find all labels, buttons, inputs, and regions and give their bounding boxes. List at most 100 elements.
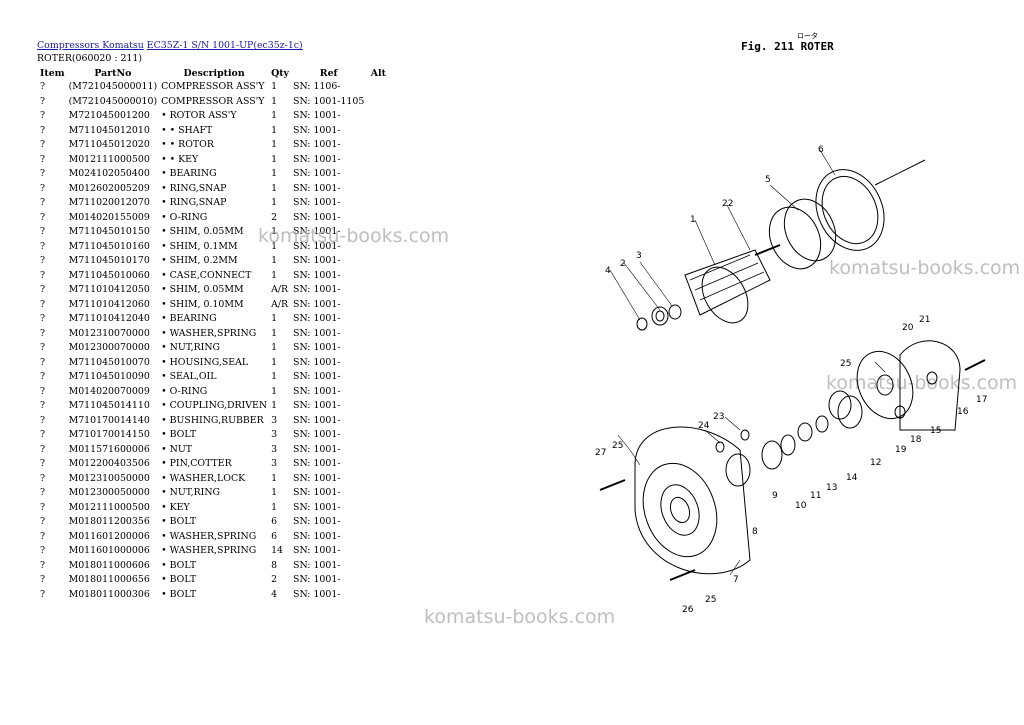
cell-description: • RING,SNAP <box>161 197 227 208</box>
cell-ref: SN: 1001- <box>293 313 341 324</box>
cell-alt <box>366 95 390 110</box>
cell-partno: (M721045000011) <box>68 81 158 92</box>
cell-item: ? <box>40 153 46 165</box>
cell-description: • O-RING <box>161 211 208 223</box>
cell-qty: 2 <box>271 211 278 223</box>
cell-qty: 6 <box>271 516 278 527</box>
cell-alt <box>366 254 390 269</box>
cell-partno: M012300070000 <box>68 342 150 353</box>
cell-alt <box>366 211 390 226</box>
callout-23: 23 <box>713 412 724 422</box>
cell-qty: 1 <box>271 487 278 498</box>
cell-alt <box>366 124 390 139</box>
cell-item: ? <box>40 226 46 237</box>
cell-alt <box>366 167 390 182</box>
cell-alt <box>366 501 390 516</box>
cell-item: ? <box>40 487 46 498</box>
cell-qty: 1 <box>271 168 278 179</box>
cell-qty: 1 <box>271 124 278 136</box>
callout-11: 11 <box>810 491 821 501</box>
cell-ref: SN: 1001- <box>293 458 341 469</box>
cell-ref: SN: 1001- <box>293 240 341 252</box>
cell-description: • PIN,COTTER <box>161 458 232 469</box>
cell-description: • NUT,RING <box>161 487 221 498</box>
cell-alt <box>366 138 390 153</box>
cell-partno: M018011000606 <box>68 559 150 571</box>
cell-ref: SN: 1001- <box>293 356 341 368</box>
cell-alt <box>366 356 390 371</box>
cell-item: ? <box>40 298 46 310</box>
table-row: ? M012300050000 • NUT,RING 1 SN: 1001- <box>37 486 390 501</box>
cell-description: • • SHAFT <box>161 124 213 136</box>
cell-description: • SHIM, 0.2MM <box>161 255 238 266</box>
cell-item: ? <box>40 269 46 281</box>
cell-partno: M012300050000 <box>68 487 150 498</box>
cell-ref: SN: 1001- <box>293 139 341 150</box>
cell-partno: M018011000306 <box>68 588 150 600</box>
cell-alt <box>366 486 390 501</box>
cell-qty: 1 <box>271 81 278 92</box>
cell-description: • BEARING <box>161 313 217 324</box>
cell-ref: SN: 1001- <box>293 487 341 498</box>
cell-description: • O-RING <box>161 385 208 397</box>
cell-alt <box>366 298 390 313</box>
cell-description: • SHIM, 0.05MM <box>161 284 244 295</box>
cell-alt <box>366 428 390 443</box>
cell-alt <box>366 472 390 487</box>
cell-alt <box>366 182 390 197</box>
cell-description: • • KEY <box>161 153 199 165</box>
callout-24: 24 <box>698 421 710 431</box>
cell-description: • NUT <box>161 443 192 455</box>
cell-qty: 1 <box>271 110 278 121</box>
callout-16: 16 <box>957 407 969 417</box>
cell-partno: M711045010170 <box>68 255 150 266</box>
cell-item: ? <box>40 458 46 469</box>
cell-partno: M710170014150 <box>68 429 150 440</box>
header-item: Item <box>40 67 65 79</box>
cell-item: ? <box>40 588 46 600</box>
parts-table: Item PartNo Description Qty Ref Alt ?(M7… <box>37 66 390 602</box>
cell-alt <box>366 588 390 603</box>
breadcrumb-link-model[interactable]: EC35Z-1 S/N 1001-UP(ec35z-1c) <box>146 40 303 51</box>
cell-description: • WASHER,SPRING <box>161 530 257 542</box>
callout-3: 3 <box>636 251 642 261</box>
callout-25: 25 <box>840 359 851 369</box>
cell-item: ? <box>40 559 46 571</box>
leader-lines <box>609 149 886 576</box>
cell-qty: 1 <box>271 371 278 382</box>
cell-partno: M711045010150 <box>68 226 150 237</box>
cell-description: • WASHER,LOCK <box>161 472 246 484</box>
cell-partno: M711010412050 <box>68 284 150 295</box>
breadcrumb-link-compressors[interactable]: Compressors Komatsu <box>37 40 144 51</box>
callout-22: 22 <box>722 199 733 209</box>
cell-partno: M018011000656 <box>68 574 150 585</box>
callout-1: 1 <box>690 215 696 225</box>
callout-4: 4 <box>605 266 611 276</box>
cell-qty: 1 <box>271 226 278 237</box>
callout-6: 6 <box>818 145 824 155</box>
cell-description: COMPRESSOR ASS'Y <box>161 95 265 107</box>
cell-ref: SN: 1001- <box>293 342 341 353</box>
cell-qty: 1 <box>271 255 278 266</box>
cell-ref: SN: 1001- <box>293 472 341 484</box>
callout-21: 21 <box>919 315 930 325</box>
cell-item: ? <box>40 168 46 179</box>
cell-qty: 1 <box>271 313 278 324</box>
watermark: komatsu-books.com <box>826 372 1018 394</box>
cell-alt <box>366 559 390 574</box>
cell-ref: SN: 1001- <box>293 414 341 426</box>
cell-item: ? <box>40 240 46 252</box>
